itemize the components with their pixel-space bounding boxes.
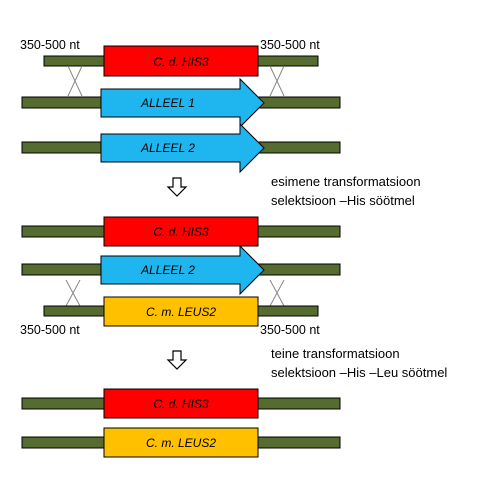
dna-flank-left: [43, 305, 107, 317]
gene-box-cm-leus2: [103, 427, 259, 458]
gene-label-allele-2: ALLEEL 2: [140, 263, 195, 277]
dna-flank-right: [257, 55, 319, 67]
construct-his3-top: 350-500 nt 350-500 nt C. d. HIS3: [20, 38, 320, 77]
chromosome-allele-2-remaining: ALLEEL 2: [21, 244, 341, 296]
dna-flank-right: [257, 305, 319, 317]
chromosome-allele-2: ALLEEL 2: [21, 122, 341, 174]
step2-title: teine transformatsioon: [271, 346, 400, 361]
step2-selection: selektsioon –His –Leu söötmel: [271, 365, 447, 380]
chromosome-allele-1: ALLEEL 1: [21, 77, 341, 129]
gene-label-cm-leus2: C. m. LEUS2: [146, 436, 216, 450]
gene-arrow-allele-2: [100, 244, 265, 296]
gene-box-cm-leus2: [103, 296, 259, 327]
gene-box-cd-his3: [103, 45, 259, 77]
flank-size-label-top-right: 350-500 nt: [260, 38, 320, 52]
gene-label-cd-his3: C. d. HIS3: [153, 55, 209, 69]
gene-label-cd-his3: C. d. HIS3: [153, 225, 209, 239]
gene-label-allele-1: ALLEEL 1: [140, 96, 195, 110]
down-arrow-icon: [166, 177, 188, 197]
step1-selection: selektsioon –His söötmel: [271, 193, 415, 208]
step1-title: esimene transformatsioon: [271, 174, 421, 189]
crossover-icon: [65, 279, 285, 307]
gene-label-allele-2: ALLEEL 2: [140, 141, 195, 155]
gene-arrow-allele-1: [100, 77, 265, 129]
flank-size-label-bottom-right: 350-500 nt: [260, 323, 320, 337]
gene-label-cd-his3: C. d. HIS3: [153, 397, 209, 411]
construct-leus2: C. m. LEUS2 350-500 nt 350-500 nt: [20, 296, 320, 337]
gene-arrow-allele-2: [100, 122, 265, 174]
gene-label-cm-leus2: C. m. LEUS2: [146, 305, 216, 319]
down-arrow-icon: [166, 350, 188, 370]
flank-size-label-bottom-left: 350-500 nt: [20, 323, 80, 337]
flank-size-label-top-left: 350-500 nt: [20, 38, 80, 52]
chromosome-final-his3: C. d. HIS3: [21, 388, 341, 419]
chromosome-final-leus2: C. m. LEUS2: [21, 427, 341, 458]
dna-flank-left: [43, 55, 107, 67]
gene-box-cd-his3: [103, 216, 259, 247]
crossover-icon: [67, 65, 285, 97]
gene-box-cd-his3: [103, 388, 259, 419]
chromosome-his3-integrated: C. d. HIS3: [21, 216, 341, 247]
